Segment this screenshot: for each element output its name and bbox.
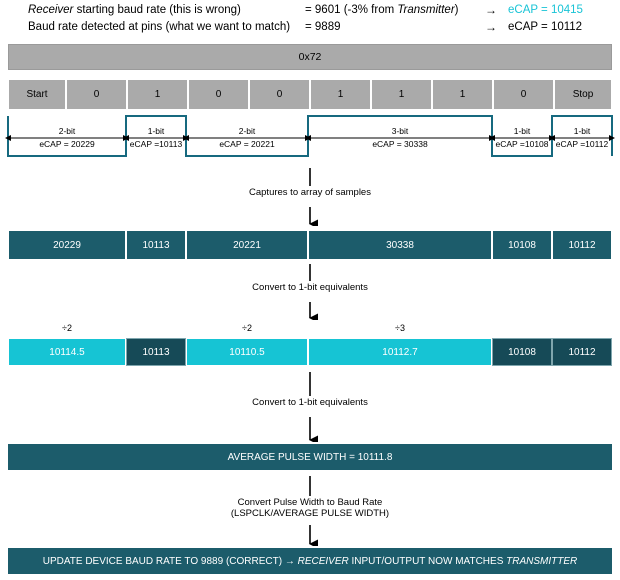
segment-bitcount-0: 2-bit xyxy=(59,126,76,136)
normalized-cell-1: 10113 xyxy=(126,338,186,366)
result-transmitter-emphasis: TRANSMITTER xyxy=(506,555,578,567)
segment-ecap-0: eCAP = 20229 xyxy=(39,139,95,149)
waveform-with-ecap-annotations: 2-bit eCAP = 20229 1-bit eCAP =10113 2-bit eC… xyxy=(0,112,620,164)
flow-step-4: Convert Pulse Width to Baud Rate(LSPCLK/… xyxy=(0,476,620,549)
header-row-1-value-post: ) xyxy=(454,4,459,16)
bit-cell-7: 1 xyxy=(432,79,493,110)
flow-step-3: Convert to 1-bit equivalents xyxy=(0,372,620,445)
flow-step-4-label-1: (LSPCLK/AVERAGE PULSE WIDTH) xyxy=(230,508,390,519)
flow-step-1-label-0: Captures to array of samples xyxy=(249,187,371,198)
result-mid: INPUT/OUTPUT NOW MATCHES xyxy=(348,555,507,567)
header-row-1-ecap: eCAP = 10415 xyxy=(508,4,583,16)
header-row-1: Receiver starting baud rate (this is wro… xyxy=(0,2,620,19)
header-row-1-value: = 9601 (-3% from Transmitter) xyxy=(305,2,459,19)
flow-step-1: Captures to array of samples xyxy=(0,168,620,229)
segment-bitcount-3: 3-bit xyxy=(392,126,409,136)
bit-cell-9: Stop xyxy=(554,79,612,110)
bit-cell-0: Start xyxy=(8,79,66,110)
header-row-2-value: = 9889 xyxy=(305,19,341,36)
segment-ecap-2: eCAP = 20221 xyxy=(219,139,275,149)
result-label: UPDATE DEVICE BAUD RATE TO 9889 (CORRECT… xyxy=(37,556,584,567)
bit-cell-1: 0 xyxy=(66,79,127,110)
divisor-label-1: ÷2 xyxy=(242,323,252,333)
segment-bitcount-4: 1-bit xyxy=(514,126,531,136)
bit-cell-5: 1 xyxy=(310,79,371,110)
right-arrow-icon: → xyxy=(485,3,497,17)
average-pulse-width-bar: AVERAGE PULSE WIDTH = 10111.8 xyxy=(8,444,612,470)
segment-bitcount-5: 1-bit xyxy=(574,126,591,136)
segment-ecap-5: eCAP =10112 xyxy=(556,139,609,149)
header-row-2-value-pre: = 9889 xyxy=(305,21,341,33)
header-row-1-value-emphasis: Transmitter xyxy=(397,4,455,16)
header-row-2-ecap: eCAP = 10112 xyxy=(508,21,583,33)
result-pre: UPDATE DEVICE BAUD RATE TO 9889 (CORRECT… xyxy=(42,555,298,567)
average-pulse-width-label: AVERAGE PULSE WIDTH = 10111.8 xyxy=(227,451,393,463)
sample-cell-4: 10108 xyxy=(492,230,552,260)
flow-step-4-label-0: Convert Pulse Width to Baud Rate xyxy=(237,497,383,508)
segment-ecap-3: eCAP = 30338 xyxy=(372,139,428,149)
sample-cell-3: 30338 xyxy=(308,230,492,260)
segment-ecap-4: eCAP =10108 xyxy=(495,139,548,149)
result-receiver-emphasis: RECEIVER xyxy=(297,555,349,567)
segment-ecap-1: eCAP =10113 xyxy=(130,139,183,149)
flow-step-2: Convert to 1-bit equivalents xyxy=(0,264,620,323)
header-row-1-desc-emphasis: Receiver xyxy=(28,4,74,16)
sample-cell-0: 20229 xyxy=(8,230,126,260)
header-row-1-description: Receiver starting baud rate (this is wro… xyxy=(28,2,241,19)
bit-cell-2: 1 xyxy=(127,79,188,110)
waveform-path xyxy=(7,115,613,157)
normalized-cell-5: 10112 xyxy=(552,338,612,366)
byte-value-bar: 0x72 xyxy=(8,44,612,70)
bit-cell-3: 0 xyxy=(188,79,249,110)
normalized-cell-3: 10112.7 xyxy=(308,338,492,366)
header-row-2-desc-rest: Baud rate detected at pins (what we want… xyxy=(28,21,291,33)
segment-bitcount-2: 2-bit xyxy=(239,126,256,136)
header-row-1-desc-rest: starting baud rate (this is wrong) xyxy=(73,4,241,16)
bit-cell-4: 0 xyxy=(249,79,310,110)
header-row-1-value-pre: = 9601 (-3% from xyxy=(305,4,398,16)
right-arrow-icon: → xyxy=(485,20,497,34)
header-block: Receiver starting baud rate (this is wro… xyxy=(0,0,620,40)
flow-step-2-label-0: Convert to 1-bit equivalents xyxy=(252,282,368,293)
divisor-label-row: ÷2 ÷2 ÷3 xyxy=(8,322,612,335)
segment-bitcount-1: 1-bit xyxy=(148,126,165,136)
normalized-cell-0: 10114.5 xyxy=(8,338,126,366)
normalized-cell-2: 10110.5 xyxy=(186,338,308,366)
sample-cell-1: 10113 xyxy=(126,230,186,260)
sample-cell-5: 10112 xyxy=(552,230,612,260)
bit-cell-6: 1 xyxy=(371,79,432,110)
result-bar: UPDATE DEVICE BAUD RATE TO 9889 (CORRECT… xyxy=(8,548,612,574)
divisor-label-0: ÷2 xyxy=(62,323,72,333)
flow-step-3-label-0: Convert to 1-bit equivalents xyxy=(252,397,368,408)
normalized-cell-4: 10108 xyxy=(492,338,552,366)
sample-cell-2: 20221 xyxy=(186,230,308,260)
divisor-label-2: ÷3 xyxy=(395,323,405,333)
bit-cell-8: 0 xyxy=(493,79,554,110)
header-row-2-description: Baud rate detected at pins (what we want… xyxy=(28,19,290,36)
header-row-2: Baud rate detected at pins (what we want… xyxy=(0,19,620,36)
